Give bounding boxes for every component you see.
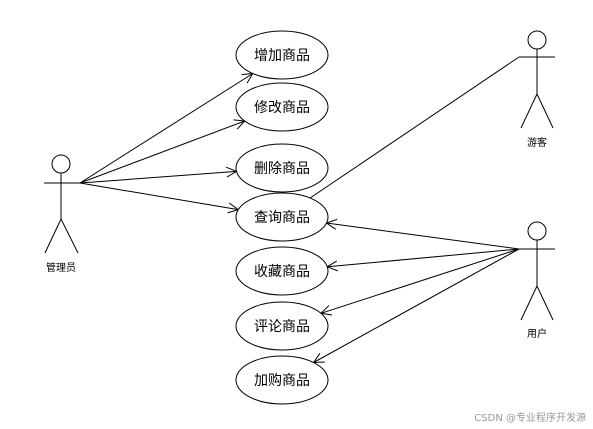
- association-admin-delete: [79, 171, 237, 184]
- association-admin-edit: [79, 121, 245, 184]
- association-user-query: [327, 223, 520, 250]
- actor-admin-right-leg: [60, 218, 79, 254]
- use-case-query: 查询商品: [235, 192, 329, 242]
- actor-admin-label: 管理员: [46, 261, 76, 274]
- association-admin-query: [79, 182, 238, 210]
- actor-visitor-head: [527, 30, 547, 50]
- actor-visitor-right-leg: [536, 93, 554, 129]
- use-case-edit: 修改商品: [235, 82, 329, 132]
- association-user-favorite: [327, 248, 520, 267]
- use-case-favorite-label: 收藏商品: [254, 264, 310, 280]
- actor-user-left-leg: [520, 285, 538, 321]
- association-user-cart: [314, 248, 520, 363]
- use-case-query-ellipse: [235, 192, 329, 242]
- actor-visitor-left-leg: [520, 93, 538, 129]
- actor-visitor: [519, 30, 555, 129]
- use-case-delete-ellipse: [235, 143, 329, 193]
- actor-user-label: 用户: [527, 327, 547, 340]
- use-case-cart: 加购商品: [235, 355, 329, 405]
- use-case-add-ellipse: [235, 30, 329, 80]
- use-case-query-label: 查询商品: [254, 210, 310, 226]
- use-case-edit-label: 修改商品: [254, 100, 310, 116]
- actor-admin: [44, 154, 80, 254]
- actor-user-right-leg: [536, 285, 554, 321]
- actor-visitor-label: 游客: [527, 136, 547, 149]
- use-case-favorite-ellipse: [235, 246, 329, 296]
- use-case-comment-label: 评论商品: [254, 319, 310, 335]
- use-case-delete-label: 删除商品: [254, 161, 310, 177]
- use-case-favorite: 收藏商品: [235, 246, 329, 296]
- use-case-cart-label: 加购商品: [254, 373, 310, 389]
- actor-admin-left-leg: [44, 218, 62, 254]
- use-case-cart-ellipse: [235, 355, 329, 405]
- use-case-edit-ellipse: [235, 82, 329, 132]
- association-admin-add: [79, 74, 253, 184]
- watermark: CSDN @专业程序开发源: [474, 411, 586, 424]
- actor-user: [519, 221, 555, 321]
- use-case-add: 增加商品: [235, 30, 329, 80]
- association-visitor-query: [309, 56, 520, 199]
- use-case-comment-ellipse: [235, 301, 329, 351]
- association-lines: [79, 56, 520, 363]
- actor-user-head: [527, 221, 547, 241]
- actor-admin-head: [51, 154, 71, 174]
- use-case-comment: 评论商品: [235, 301, 329, 351]
- use-case-delete: 删除商品: [235, 143, 329, 193]
- use-case-add-label: 增加商品: [254, 48, 310, 64]
- association-user-comment: [321, 248, 520, 313]
